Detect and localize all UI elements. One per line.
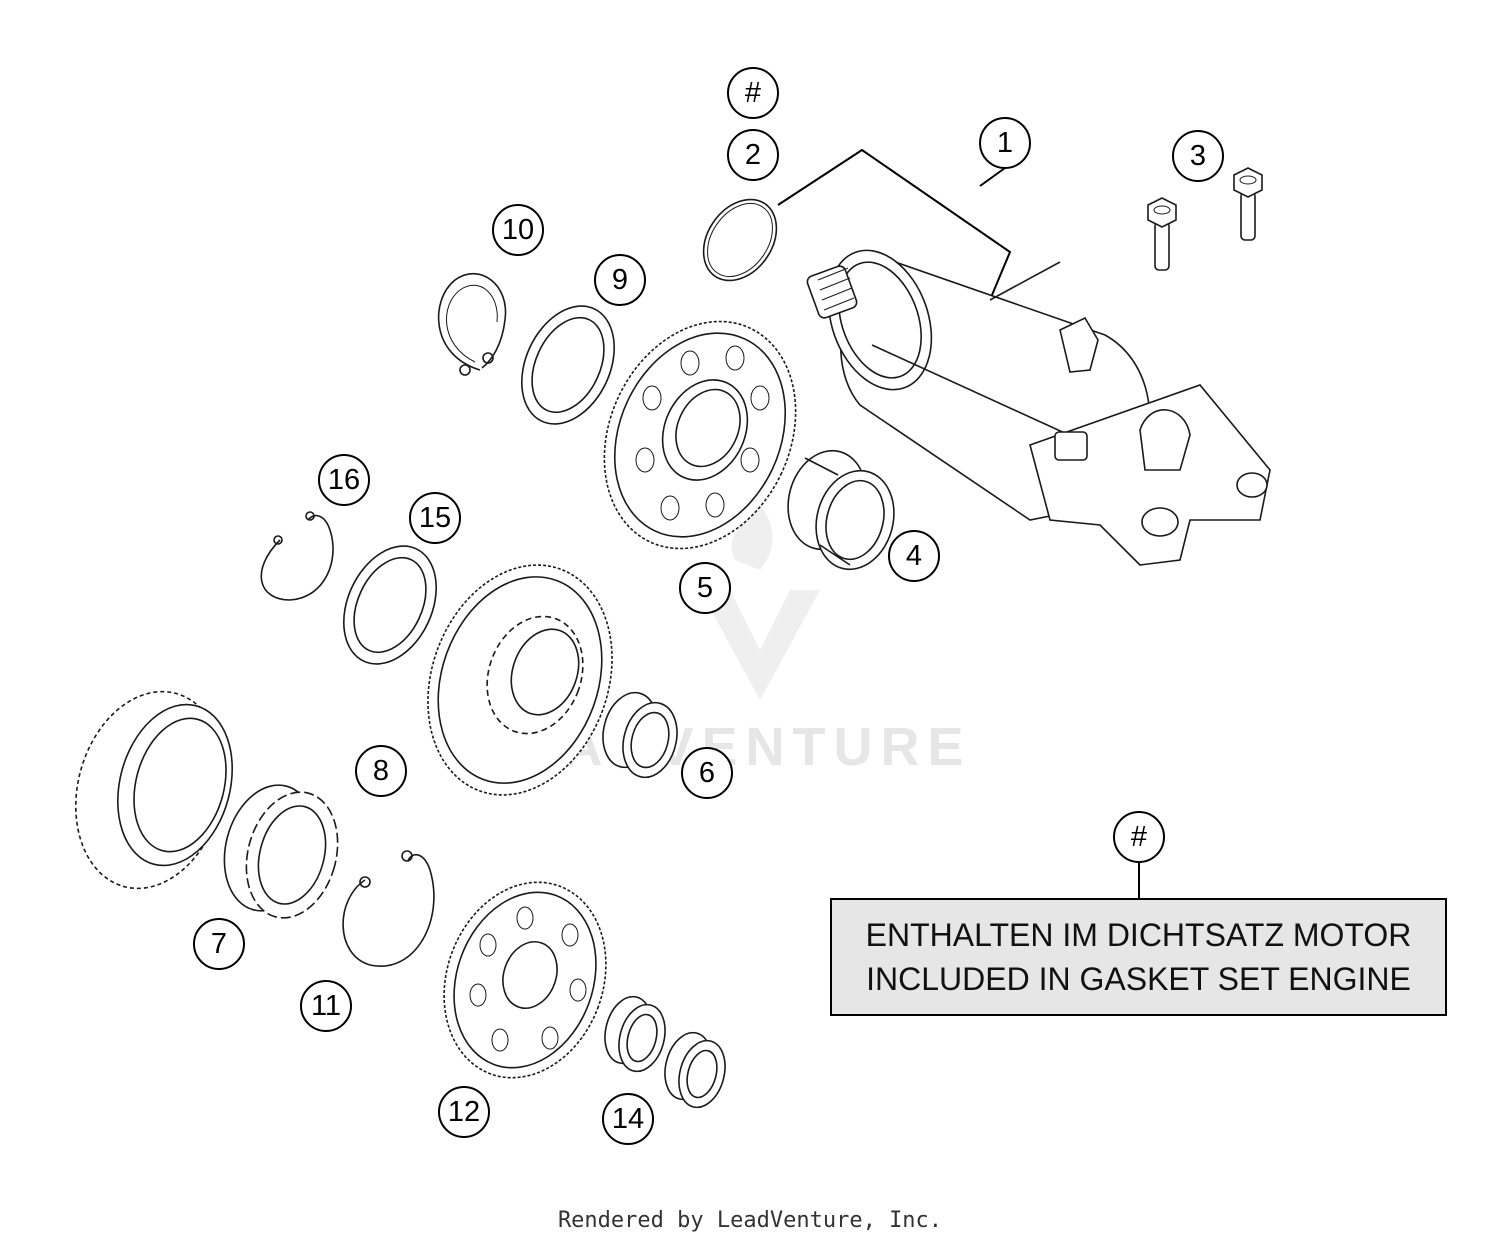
freewheel-7 <box>223 784 339 919</box>
callout-label: 8 <box>373 755 389 787</box>
callout-1: 1 <box>979 117 1031 169</box>
needle-bearing-6 <box>602 691 678 779</box>
needle-bearings-14 <box>604 995 726 1109</box>
circlip-10 <box>437 273 507 376</box>
needle-bearing-4 <box>787 449 895 571</box>
bolt-right <box>1233 167 1263 241</box>
circlip-11 <box>342 850 435 967</box>
callout-hash-note: # <box>1113 811 1165 863</box>
gear-12 <box>443 881 607 1079</box>
callout-2: 2 <box>727 129 779 181</box>
callout-8: 8 <box>355 745 407 797</box>
callout-label: 6 <box>699 757 715 789</box>
bolt-left <box>1147 197 1177 271</box>
callout-label: 4 <box>906 540 922 572</box>
circlip-16 <box>260 511 334 601</box>
callout-label: 1 <box>997 127 1013 159</box>
starter-motor <box>806 249 1271 566</box>
helical-gear <box>74 690 234 890</box>
callout-10: 10 <box>492 204 544 256</box>
callout-hash-top: # <box>727 67 779 119</box>
callout-7: 7 <box>193 918 245 970</box>
callout-label: 15 <box>419 502 451 534</box>
footer-credit: Rendered by LeadVenture, Inc. <box>557 1208 943 1233</box>
callout-16: 16 <box>318 454 370 506</box>
callout-label: 5 <box>697 572 713 604</box>
bolts <box>1147 167 1263 271</box>
callout-12: 12 <box>438 1086 490 1138</box>
callout-label: # <box>1131 821 1147 853</box>
callout-4: 4 <box>888 530 940 582</box>
leader-lines <box>777 148 1140 898</box>
gear-12-holes <box>469 906 587 1052</box>
callout-11: 11 <box>300 980 352 1032</box>
callout-5: 5 <box>679 562 731 614</box>
callout-label: 16 <box>328 464 360 496</box>
washer-15 <box>342 545 438 665</box>
callout-label: 11 <box>311 990 341 1022</box>
o-ring <box>702 198 778 282</box>
gear-5-holes <box>635 345 770 521</box>
gasket-set-note: ENTHALTEN IM DICHTSATZ MOTOR INCLUDED IN… <box>830 898 1447 1016</box>
gear-8 <box>427 564 613 796</box>
callout-label: 7 <box>211 928 227 960</box>
note-line-german: ENTHALTEN IM DICHTSATZ MOTOR <box>865 917 1412 953</box>
callout-3: 3 <box>1172 130 1224 182</box>
callout-9: 9 <box>594 254 646 306</box>
callout-label: 12 <box>448 1096 480 1128</box>
callout-14: 14 <box>602 1093 654 1145</box>
callout-label: 3 <box>1190 140 1206 172</box>
callout-label: 10 <box>502 214 534 246</box>
callout-label: 2 <box>745 139 761 171</box>
note-line-english: INCLUDED IN GASKET SET ENGINE <box>866 961 1411 997</box>
callout-label: 9 <box>612 264 628 296</box>
callout-label: # <box>745 77 761 109</box>
callout-label: 14 <box>612 1103 644 1135</box>
callout-15: 15 <box>409 492 461 544</box>
washer-9 <box>520 305 616 425</box>
callout-6: 6 <box>681 747 733 799</box>
gear-5 <box>603 320 797 550</box>
